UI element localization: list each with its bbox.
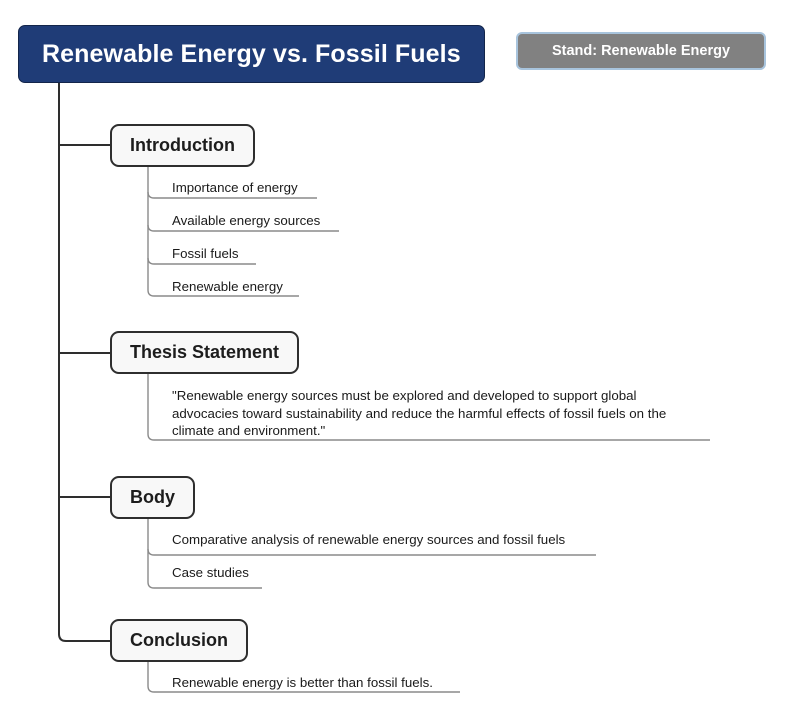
leaf-line-comparative-analysis: [147, 548, 596, 556]
list-item: Renewable energy: [172, 279, 283, 294]
list-item: Comparative analysis of renewable energy…: [172, 532, 566, 547]
section-box-thesis-statement[interactable]: Thesis Statement: [110, 331, 300, 374]
section-label-thesis-statement: Thesis Statement: [130, 342, 280, 362]
section-label-body: Body: [130, 487, 175, 507]
list-item: "Renewable energy sources must be explor…: [172, 388, 667, 438]
section-box-body[interactable]: Body: [110, 476, 195, 519]
page-title: Renewable Energy vs. Fossil Fuels: [42, 39, 461, 68]
list-item: Available energy sources: [172, 213, 321, 228]
list-item: Case studies: [172, 565, 249, 580]
list-item: Renewable energy is better than fossil f…: [172, 675, 433, 690]
root-title-box[interactable]: Renewable Energy vs. Fossil Fuels: [18, 25, 485, 83]
section-box-conclusion[interactable]: Conclusion: [110, 619, 248, 662]
trunk-line: [58, 83, 110, 642]
stand-badge-label: Stand: Renewable Energy: [551, 43, 731, 59]
section-label-conclusion: Conclusion: [130, 630, 228, 650]
section-box-introduction[interactable]: Introduction: [110, 124, 255, 167]
list-item: Fossil fuels: [172, 246, 239, 261]
status-badge[interactable]: Stand: Renewable Energy: [516, 32, 766, 70]
list-item: Importance of energy: [172, 180, 298, 195]
section-label-introduction: Introduction: [130, 135, 235, 155]
